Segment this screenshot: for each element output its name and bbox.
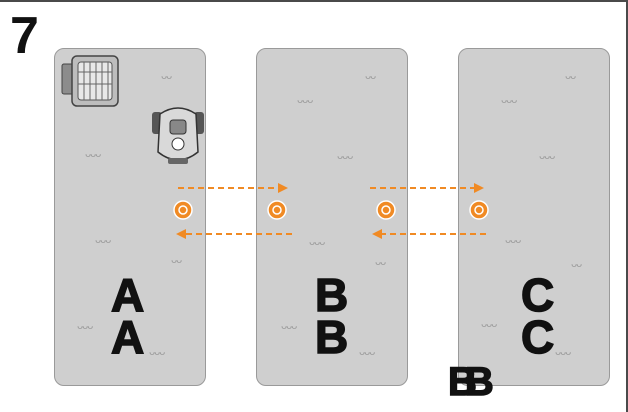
grass-tuft-icon: ᴗᴗ [171, 255, 182, 266]
grass-tuft-icon: ᴗᴗᴗ [505, 235, 521, 246]
robotic-mower-icon [152, 107, 204, 164]
grass-tuft-icon: ᴗᴗᴗ [501, 95, 517, 106]
zone-c-label-2: C [520, 311, 555, 363]
grass-tuft-icon: ᴗᴗ [565, 71, 576, 82]
zone-a-label-2: A [110, 311, 145, 363]
grass-tuft-icon: ᴗᴗᴗ [281, 321, 297, 332]
guide-point-icon [267, 200, 287, 220]
grass-tuft-icon: ᴗᴗ [571, 259, 582, 270]
zone-c-label-1: C [520, 269, 555, 321]
grass-tuft-icon: ᴗᴗᴗ [77, 321, 93, 332]
grass-tuft-icon: ᴗᴗᴗ [309, 237, 325, 248]
grass-tuft-icon: ᴗᴗᴗ [297, 95, 313, 106]
grass-tuft-icon: ᴗᴗᴗ [359, 347, 375, 358]
grass-tuft-icon: ᴗᴗᴗ [481, 319, 497, 330]
zone-b-label-1: B [314, 269, 349, 321]
grass-tuft-icon: ᴗᴗᴗ [85, 149, 101, 160]
guide-point-icon [469, 200, 489, 220]
grass-tuft-icon: ᴗᴗ [365, 71, 376, 82]
grass-tuft-icon: ᴗᴗᴗ [95, 235, 111, 246]
step-number: 7 [10, 7, 39, 65]
guide-point-icon [173, 200, 193, 220]
guide-point-icon [376, 200, 396, 220]
grass-tuft-icon: ᴗᴗ [161, 71, 172, 82]
grass-tuft-icon: ᴗᴗ [375, 257, 386, 268]
charging-station-icon [61, 55, 119, 107]
grass-tuft-icon: ᴗᴗᴗ [539, 151, 555, 162]
zone-b-label-2: B [314, 311, 349, 363]
zone-a-label-1: A [110, 269, 145, 321]
grass-tuft-icon: ᴗᴗᴗ [149, 347, 165, 358]
grass-tuft-icon: ᴗᴗᴗ [337, 151, 353, 162]
overlap-label: BB [447, 360, 494, 404]
grass-tuft-icon: ᴗᴗᴗ [555, 347, 571, 358]
